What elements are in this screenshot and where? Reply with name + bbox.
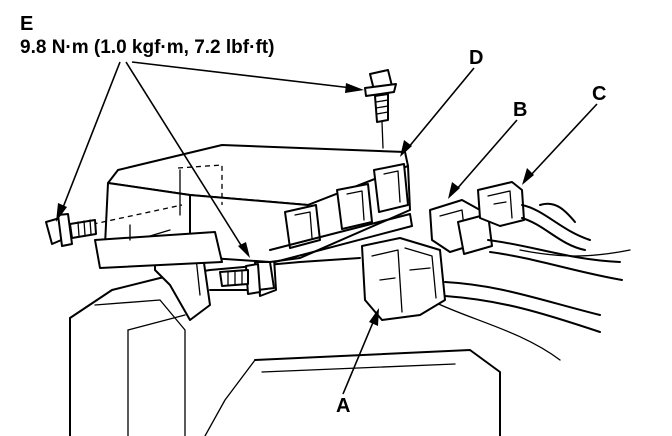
bolt-top-icon [364, 69, 397, 149]
body-panel [69, 257, 561, 436]
connector-b-icon [429, 199, 493, 255]
connector-c-icon [477, 181, 525, 227]
label-b: B [513, 99, 528, 121]
label-e: E [20, 13, 34, 35]
connector-a-icon [361, 237, 446, 321]
wire-harness [444, 202, 631, 333]
fuse-box-icon [74, 144, 413, 269]
label-c: C [592, 83, 607, 105]
label-d: D [469, 47, 484, 69]
label-a: A [336, 395, 351, 417]
leader-lines [56, 61, 598, 395]
torque-spec: 9.8 N·m (1.0 kgf·m, 7.2 lbf·ft) [20, 37, 275, 58]
relay-left [284, 204, 321, 249]
relay-middle [336, 183, 373, 230]
bolt-left-icon [45, 213, 97, 247]
relay-right [373, 163, 409, 213]
bolt-right-icon [219, 261, 275, 295]
